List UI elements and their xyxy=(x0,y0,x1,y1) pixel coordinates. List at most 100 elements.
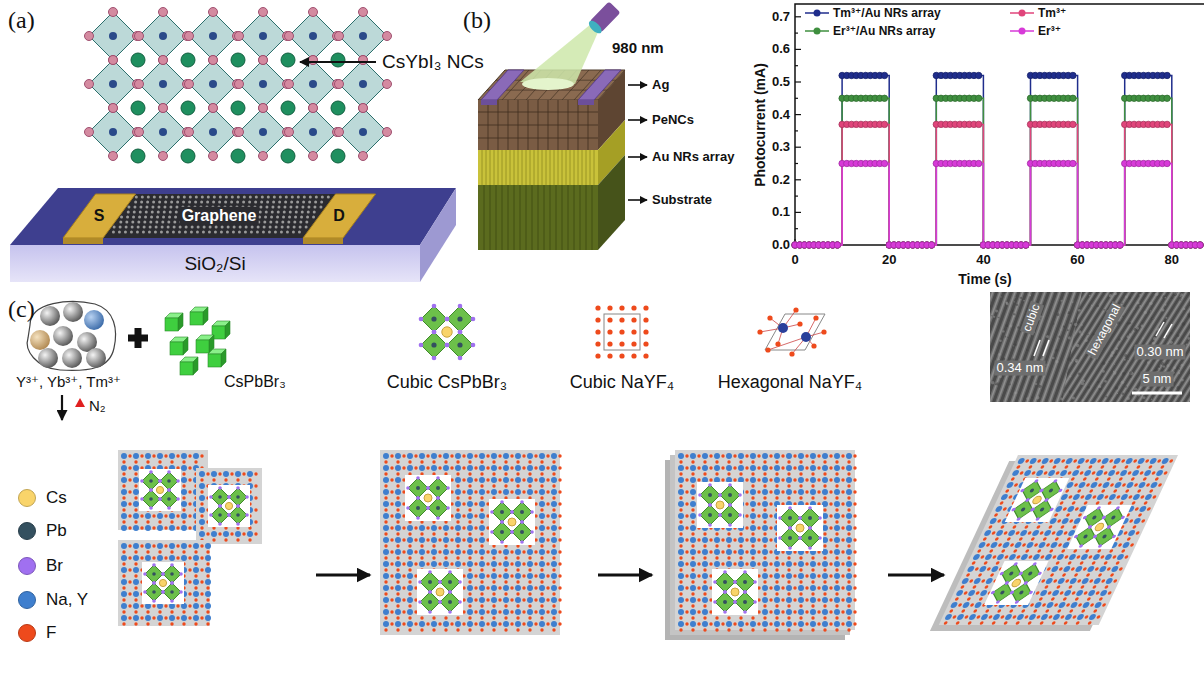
perovskite-lattice xyxy=(209,56,218,65)
tem-image xyxy=(1081,356,1083,358)
tem-image xyxy=(1125,313,1126,314)
tem-image xyxy=(1128,297,1131,300)
graphene-sheet xyxy=(119,226,122,229)
tem-image xyxy=(1097,381,1099,383)
graphene-sheet xyxy=(250,231,253,234)
perovskite-lattice xyxy=(259,8,268,17)
nayf4-lattice xyxy=(145,513,151,519)
nayf4-lattice xyxy=(402,526,405,529)
perovskite-unit xyxy=(445,317,450,322)
data-series xyxy=(881,160,887,166)
nayf4-lattice xyxy=(383,489,389,495)
tem-image xyxy=(1089,295,1090,296)
tem-image xyxy=(1121,381,1124,384)
nayf4-lattice xyxy=(395,561,401,567)
nayf4-lattice xyxy=(121,603,127,609)
nayf4-lattice xyxy=(396,580,399,583)
tem-image xyxy=(1143,396,1146,399)
nayf4-lattice xyxy=(402,562,405,565)
nayf4-lattice xyxy=(176,616,179,619)
nayf4-lattice xyxy=(211,471,217,477)
nayf4-lattice xyxy=(122,622,125,625)
perovskite-unit xyxy=(458,356,463,361)
tem-image xyxy=(1155,293,1158,296)
nayf4-lattice xyxy=(176,556,179,559)
perovskite-lattice xyxy=(159,8,168,17)
graphene-sheet xyxy=(212,201,215,204)
data-series xyxy=(1117,242,1123,248)
tem-image xyxy=(1170,332,1172,334)
nayf4-lattice xyxy=(200,556,203,559)
graphene-sheet xyxy=(286,231,289,234)
nayf4-lattice xyxy=(188,514,191,517)
tem-image xyxy=(1072,301,1074,303)
tem-image xyxy=(1109,294,1112,297)
perovskite-unit xyxy=(432,356,437,361)
graphene-sheet xyxy=(248,201,251,204)
nayf4-lattice xyxy=(384,484,387,487)
tem-image xyxy=(1000,296,1001,297)
tem-image xyxy=(1063,326,1065,328)
graphene-sheet xyxy=(150,216,153,219)
graphene-sheet xyxy=(308,201,311,204)
nayf4-lattice xyxy=(408,532,411,535)
nayf4-lattice xyxy=(200,454,203,457)
tem-image xyxy=(1070,360,1071,361)
nanocrystal-cubes xyxy=(170,342,183,355)
perovskite-lattice xyxy=(209,104,218,113)
graphene-sheet xyxy=(264,216,267,219)
graphene-sheet xyxy=(257,226,260,229)
nayf4-lattice xyxy=(395,585,401,591)
perovskite-lattice xyxy=(109,128,117,136)
nayf4-lattice xyxy=(128,556,131,559)
perovskite-lattice xyxy=(209,32,217,40)
tem-image xyxy=(1165,304,1167,306)
nayf4-lattice xyxy=(193,555,199,561)
perovskite-lattice xyxy=(231,101,245,115)
nayf4-lattice xyxy=(158,460,161,463)
nayf4-lattice xyxy=(194,550,197,553)
graphene-sheet xyxy=(268,231,271,234)
nanocrystal-cubes xyxy=(180,362,193,375)
perovskite-lattice xyxy=(131,53,145,67)
nayf4-lattice xyxy=(390,598,393,601)
nayf4-lattice xyxy=(176,454,179,457)
perovskite-lattice xyxy=(331,101,345,115)
nayf4-lattice xyxy=(206,562,209,565)
perovskite-lattice xyxy=(359,8,368,17)
nayf4-lattice xyxy=(395,609,401,615)
tem-image xyxy=(1182,322,1186,326)
tem-image xyxy=(1121,339,1122,340)
tem-image xyxy=(1165,388,1168,391)
graphene-sheet xyxy=(255,196,258,199)
tem-image xyxy=(1116,348,1118,350)
graphene-sheet xyxy=(174,216,177,219)
graphene-sheet xyxy=(288,216,291,219)
graphene-sheet xyxy=(144,216,147,219)
tem-image xyxy=(1183,308,1185,310)
nayf4-lattice xyxy=(157,555,163,561)
graphene-sheet xyxy=(287,226,290,229)
nayf4-lattice xyxy=(146,610,149,613)
nayf4-lattice xyxy=(242,532,245,535)
graphene-sheet xyxy=(188,201,191,204)
tem-image xyxy=(1122,392,1124,394)
nayf4-lattice xyxy=(169,513,175,519)
nayf4-lattice xyxy=(182,622,185,625)
tem-image xyxy=(1104,380,1107,383)
graphene-sheet xyxy=(259,206,262,209)
perovskite-unit xyxy=(167,506,171,510)
tem-image xyxy=(1177,367,1179,369)
graphene-sheet xyxy=(169,206,172,209)
tem-image xyxy=(1057,313,1060,316)
cubic-nayf4-icon xyxy=(631,353,636,358)
graphene-sheet xyxy=(197,226,200,229)
graphene-sheet xyxy=(208,231,211,234)
tem-image xyxy=(1124,354,1127,357)
perovskite-lattice xyxy=(85,32,94,41)
nayf4-lattice xyxy=(407,573,413,579)
electrode xyxy=(63,238,103,244)
hexagonal-nayf4-icon xyxy=(775,341,780,346)
perovskite-unit xyxy=(149,479,153,483)
graphene-sheet xyxy=(162,216,165,219)
